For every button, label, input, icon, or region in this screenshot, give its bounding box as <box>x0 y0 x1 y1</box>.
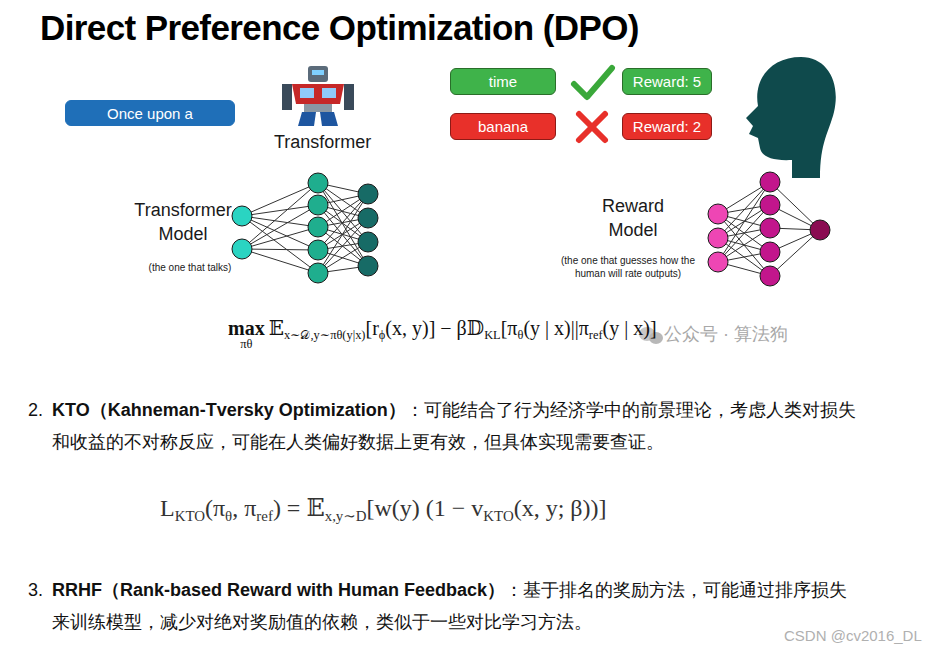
formula-part: θ <box>225 508 232 525</box>
neuron <box>708 204 728 224</box>
robot-picture <box>282 66 354 126</box>
formula-part: (x, y; β))] <box>514 495 607 522</box>
net-link <box>242 227 318 249</box>
formula-part: KL <box>484 328 501 343</box>
formula-part: KTO <box>175 508 205 525</box>
neural-networks <box>232 172 830 286</box>
neuron <box>308 263 328 283</box>
model-label: Reward Model <box>592 194 674 242</box>
net-link <box>242 249 318 250</box>
model-name: Transformer <box>274 132 371 153</box>
token-box: time <box>450 68 556 95</box>
neuron <box>358 256 378 276</box>
formula-part: [r <box>366 317 379 340</box>
formula-part: θ <box>517 328 523 343</box>
neuron <box>760 242 780 262</box>
formula-part: [w(y) (1 − v <box>367 495 484 522</box>
model-label: Transformer Model <box>122 198 244 246</box>
model-note: (the one that talks) <box>120 262 260 273</box>
list-number: 2. <box>28 394 43 426</box>
watermark: 公众号 · 算法狗 <box>664 322 788 346</box>
box-text: Reward: 5 <box>633 73 701 90</box>
neuron <box>358 232 378 252</box>
box-text: time <box>489 73 517 90</box>
net-link <box>242 183 318 249</box>
net-link <box>242 205 318 249</box>
token-box: banana <box>450 113 556 140</box>
formula-part: (x, y)] − β𝔻 <box>385 316 484 340</box>
list-term: KTO（Kahneman-Tversky Optimization） <box>52 400 406 420</box>
reward-box: Reward: 2 <box>622 113 712 140</box>
neuron <box>308 195 328 215</box>
prompt-box: Once upon a <box>65 100 235 126</box>
reward-box: Reward: 5 <box>622 68 712 95</box>
box-text: Once upon a <box>107 105 193 122</box>
neuron <box>308 173 328 193</box>
formula-part: , π <box>232 495 256 522</box>
neuron <box>760 266 780 286</box>
neuron <box>810 220 830 240</box>
title: Direct Preference Optimization (DPO) <box>40 8 639 48</box>
neuron <box>358 208 378 228</box>
check-mark <box>574 68 612 97</box>
operator-stack: maxπθ <box>228 318 265 350</box>
watermark: CSDN @cv2016_DL <box>784 627 922 644</box>
formula-part: (y | x)||π <box>523 317 588 340</box>
formula-part: ref <box>256 508 273 525</box>
human-head <box>746 57 836 178</box>
neuron <box>708 228 728 248</box>
neuron <box>232 206 252 226</box>
formula-part: 𝔼 <box>269 316 284 340</box>
list-term: RRHF（Rank-based Reward with Human Feedba… <box>52 580 505 600</box>
net-link <box>242 216 318 273</box>
formula-part: ϕ <box>379 328 386 343</box>
neuron <box>760 195 780 215</box>
formula-part: L <box>160 495 175 522</box>
formula: maxπθ𝔼x∼𝒟,y∼πθ(y|x)[rϕ(x, y)] − β𝔻KL[πθ(… <box>228 316 657 350</box>
neuron <box>760 218 780 238</box>
neuron <box>232 239 252 259</box>
cross-mark <box>579 114 605 140</box>
list-paragraph: KTO（Kahneman-Tversky Optimization）：可能结合了… <box>52 394 857 458</box>
box-text: banana <box>478 118 528 135</box>
neuron <box>760 172 780 192</box>
formula-part: πθ <box>240 338 252 350</box>
net-link <box>242 205 318 216</box>
formula-part: ) = 𝔼 <box>273 494 325 522</box>
neuron <box>358 184 378 204</box>
box-text: Reward: 2 <box>633 118 701 135</box>
formula-part: x∼𝒟,y∼πθ(y|x) <box>284 327 366 343</box>
neuron <box>308 240 328 260</box>
net-link <box>242 249 318 273</box>
neuron <box>708 252 728 272</box>
formula-part: x,y∼D <box>325 507 367 525</box>
list-paragraph: RRHF（Rank-based Reward with Human Feedba… <box>52 574 857 638</box>
formula: LKTO(πθ, πref) = 𝔼x,y∼D[w(y) (1 − vKTO(x… <box>160 494 607 522</box>
formula-part: max <box>228 318 265 338</box>
formula-part: ref <box>589 328 603 343</box>
neuron <box>308 217 328 237</box>
model-note: (the one that guesses how the human will… <box>552 254 704 280</box>
list-number: 3. <box>28 574 43 606</box>
formula-part: (y | x)] <box>603 317 657 340</box>
formula-part: [π <box>501 317 518 340</box>
formula-part: (π <box>205 495 225 522</box>
formula-part: KTO <box>483 508 513 525</box>
